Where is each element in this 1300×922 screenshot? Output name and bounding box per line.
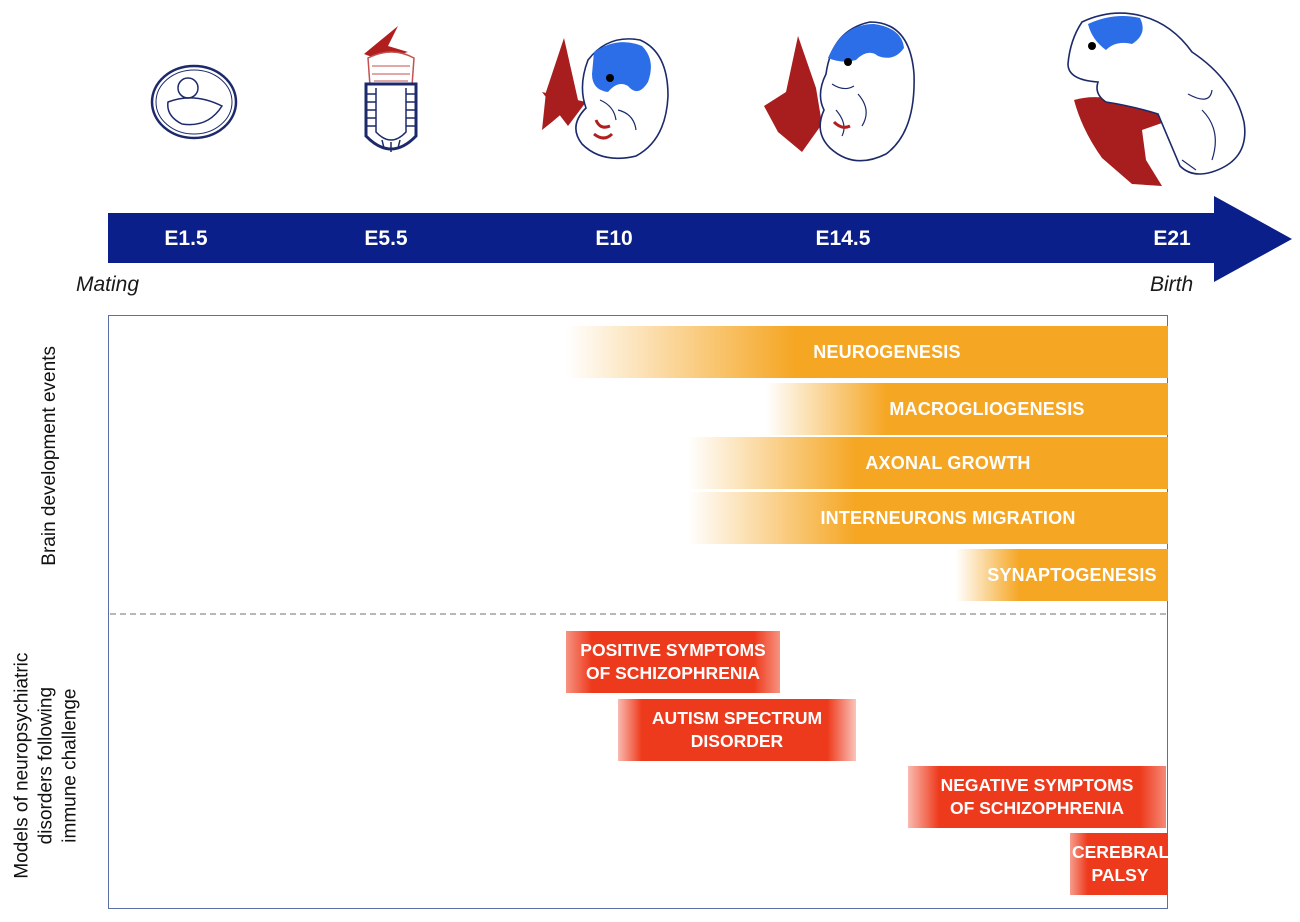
stage-label-e21: E21: [1153, 227, 1191, 250]
birth-label: Birth: [1150, 273, 1194, 296]
brain-event-synaptogenesis-label: SYNAPTOGENESIS: [987, 564, 1157, 585]
brain-event-axonal-growth-label: AXONAL GROWTH: [865, 452, 1031, 473]
stage-label-e1-5: E1.5: [164, 227, 208, 250]
disorder-positive-symptoms-schizophrenia: POSITIVE SYMPTOMS OF SCHIZOPHRENIA: [566, 631, 780, 693]
disorder-cerebral-line-2: PALSY: [1091, 865, 1149, 885]
disorders-axis-label-line-1: Models of neuropsychiatric: [11, 652, 33, 879]
brain-events-axis-label: Brain development events: [39, 346, 61, 566]
embryo-e10-illustration: [542, 38, 669, 160]
embryo-e21-illustration: [1067, 12, 1246, 186]
disorder-cerebral-palsy: CEREBRAL PALSY: [1070, 833, 1168, 895]
section-divider: [110, 613, 1166, 615]
stage-label-e14-5: E14.5: [815, 227, 871, 250]
stage-label-e5-5: E5.5: [364, 227, 408, 250]
disorder-autism-line-2: DISORDER: [690, 731, 784, 751]
brain-event-axonal-growth: AXONAL GROWTH: [688, 437, 1168, 489]
disorder-autism-spectrum: AUTISM SPECTRUM DISORDER: [618, 699, 856, 761]
disorder-negative-line-1: NEGATIVE SYMPTOMS: [940, 775, 1134, 796]
brain-event-neurogenesis-label: NEUROGENESIS: [813, 341, 961, 362]
disorder-negative-symptoms-schizophrenia: NEGATIVE SYMPTOMS OF SCHIZOPHRENIA: [908, 766, 1166, 828]
brain-event-synaptogenesis: SYNAPTOGENESIS: [956, 549, 1168, 601]
embryo-e14-5-illustration: [764, 21, 915, 162]
disorders-axis-label-line-2: disorders following: [35, 686, 57, 845]
disorder-positive-line-2: OF SCHIZOPHRENIA: [585, 663, 761, 683]
brain-event-interneurons-migration-label: INTERNEURONS MIGRATION: [820, 507, 1076, 528]
stage-label-e10: E10: [595, 227, 633, 250]
brain-event-interneurons-migration: INTERNEURONS MIGRATION: [688, 492, 1168, 544]
timeline-arrow-shape: [108, 196, 1292, 282]
brain-event-neurogenesis: NEUROGENESIS: [566, 326, 1168, 378]
disorder-cerebral-line-1: CEREBRAL: [1072, 842, 1168, 863]
brain-event-macrogliogenesis-label: MACROGLIOGENESIS: [889, 398, 1085, 419]
disorder-negative-line-2: OF SCHIZOPHRENIA: [949, 798, 1125, 818]
disorder-autism-line-1: AUTISM SPECTRUM: [651, 708, 823, 729]
events-panel: [108, 315, 1168, 909]
disorder-positive-line-1: POSITIVE SYMPTOMS: [580, 640, 766, 661]
embryo-e5-5-illustration: [364, 26, 418, 152]
mating-label: Mating: [76, 273, 140, 296]
timeline-arrow: [108, 196, 1292, 282]
brain-event-macrogliogenesis: MACROGLIOGENESIS: [766, 383, 1168, 435]
disorders-axis-label-line-3: immune challenge: [58, 688, 80, 843]
embryo-e1-5-illustration: [150, 64, 238, 140]
disorders-axis-label: Models of neuropsychiatric disorders fol…: [10, 636, 81, 896]
